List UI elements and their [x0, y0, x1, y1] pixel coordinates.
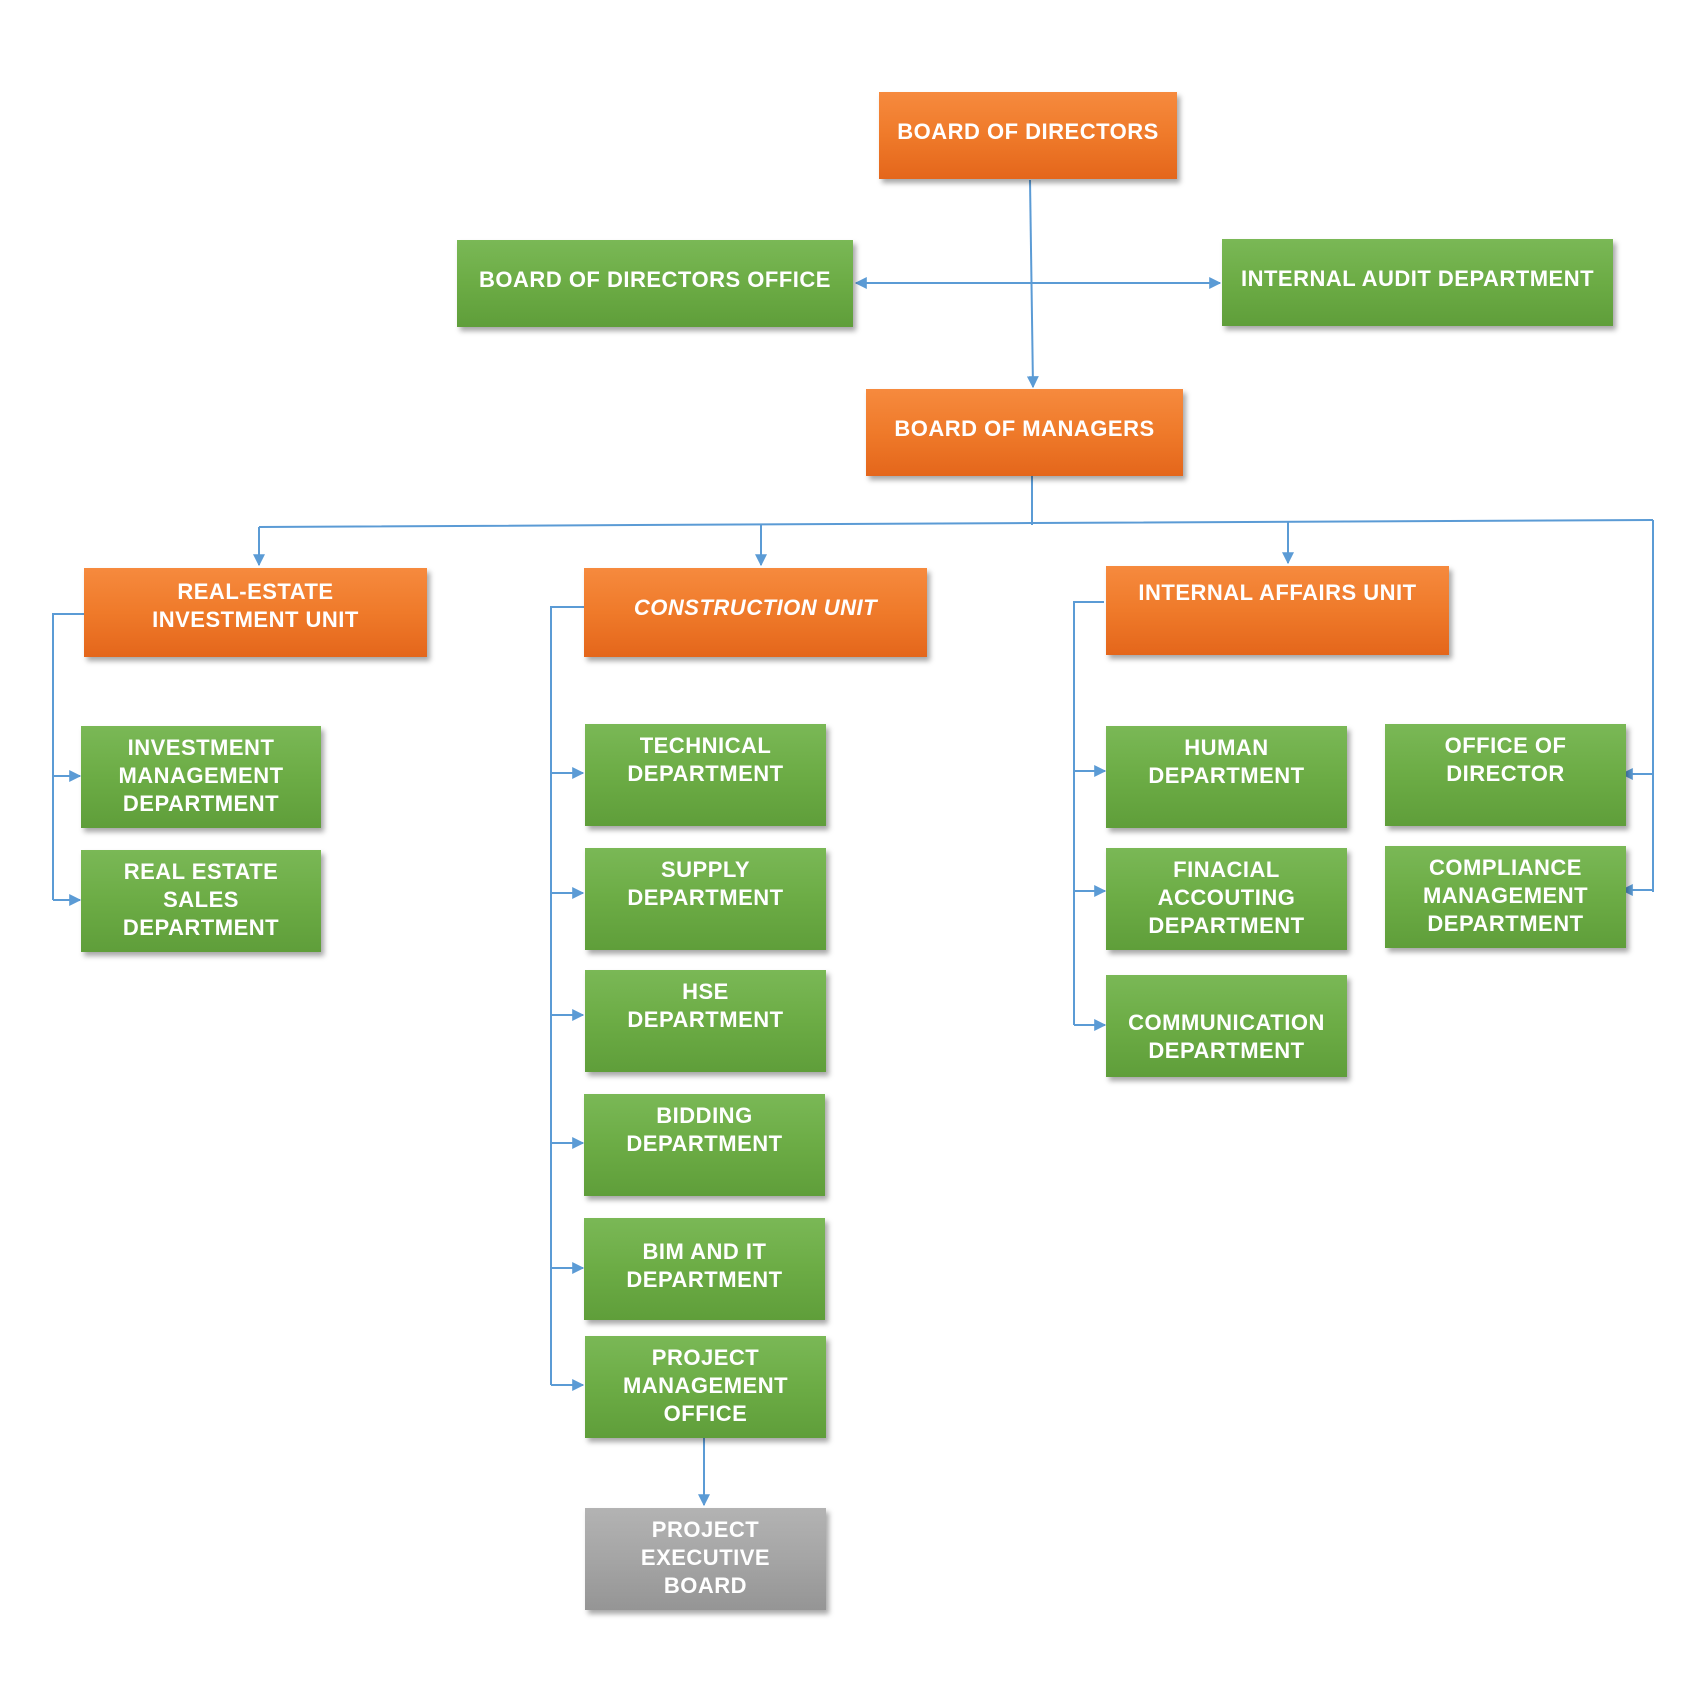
board-of-managers-box: BOARD OF MANAGERS — [866, 389, 1183, 476]
board-of-directors-office-box: BOARD OF DIRECTORS OFFICE — [457, 240, 853, 327]
internal-audit-department-box: INTERNAL AUDIT DEPARTMENT — [1222, 239, 1613, 326]
board-of-directors-office-label: BOARD OF DIRECTORS OFFICE — [479, 267, 831, 292]
connector-managers-bus — [258, 519, 1654, 528]
internal-affairs-unit-box: INTERNAL AFFAIRS UNIT — [1106, 566, 1449, 655]
construction-unit-box: CONSTRUCTION UNIT — [584, 568, 927, 657]
construction-unit-label: CONSTRUCTION UNIT — [633, 595, 878, 620]
board-of-directors-box: BOARD OF DIRECTORS — [879, 92, 1177, 179]
board-of-managers-label: BOARD OF MANAGERS — [894, 416, 1155, 441]
internal-affairs-unit-label: INTERNAL AFFAIRS UNIT — [1138, 580, 1417, 605]
board-of-directors-label: BOARD OF DIRECTORS — [897, 119, 1159, 144]
internal-audit-department-label: INTERNAL AUDIT DEPARTMENT — [1240, 266, 1595, 291]
